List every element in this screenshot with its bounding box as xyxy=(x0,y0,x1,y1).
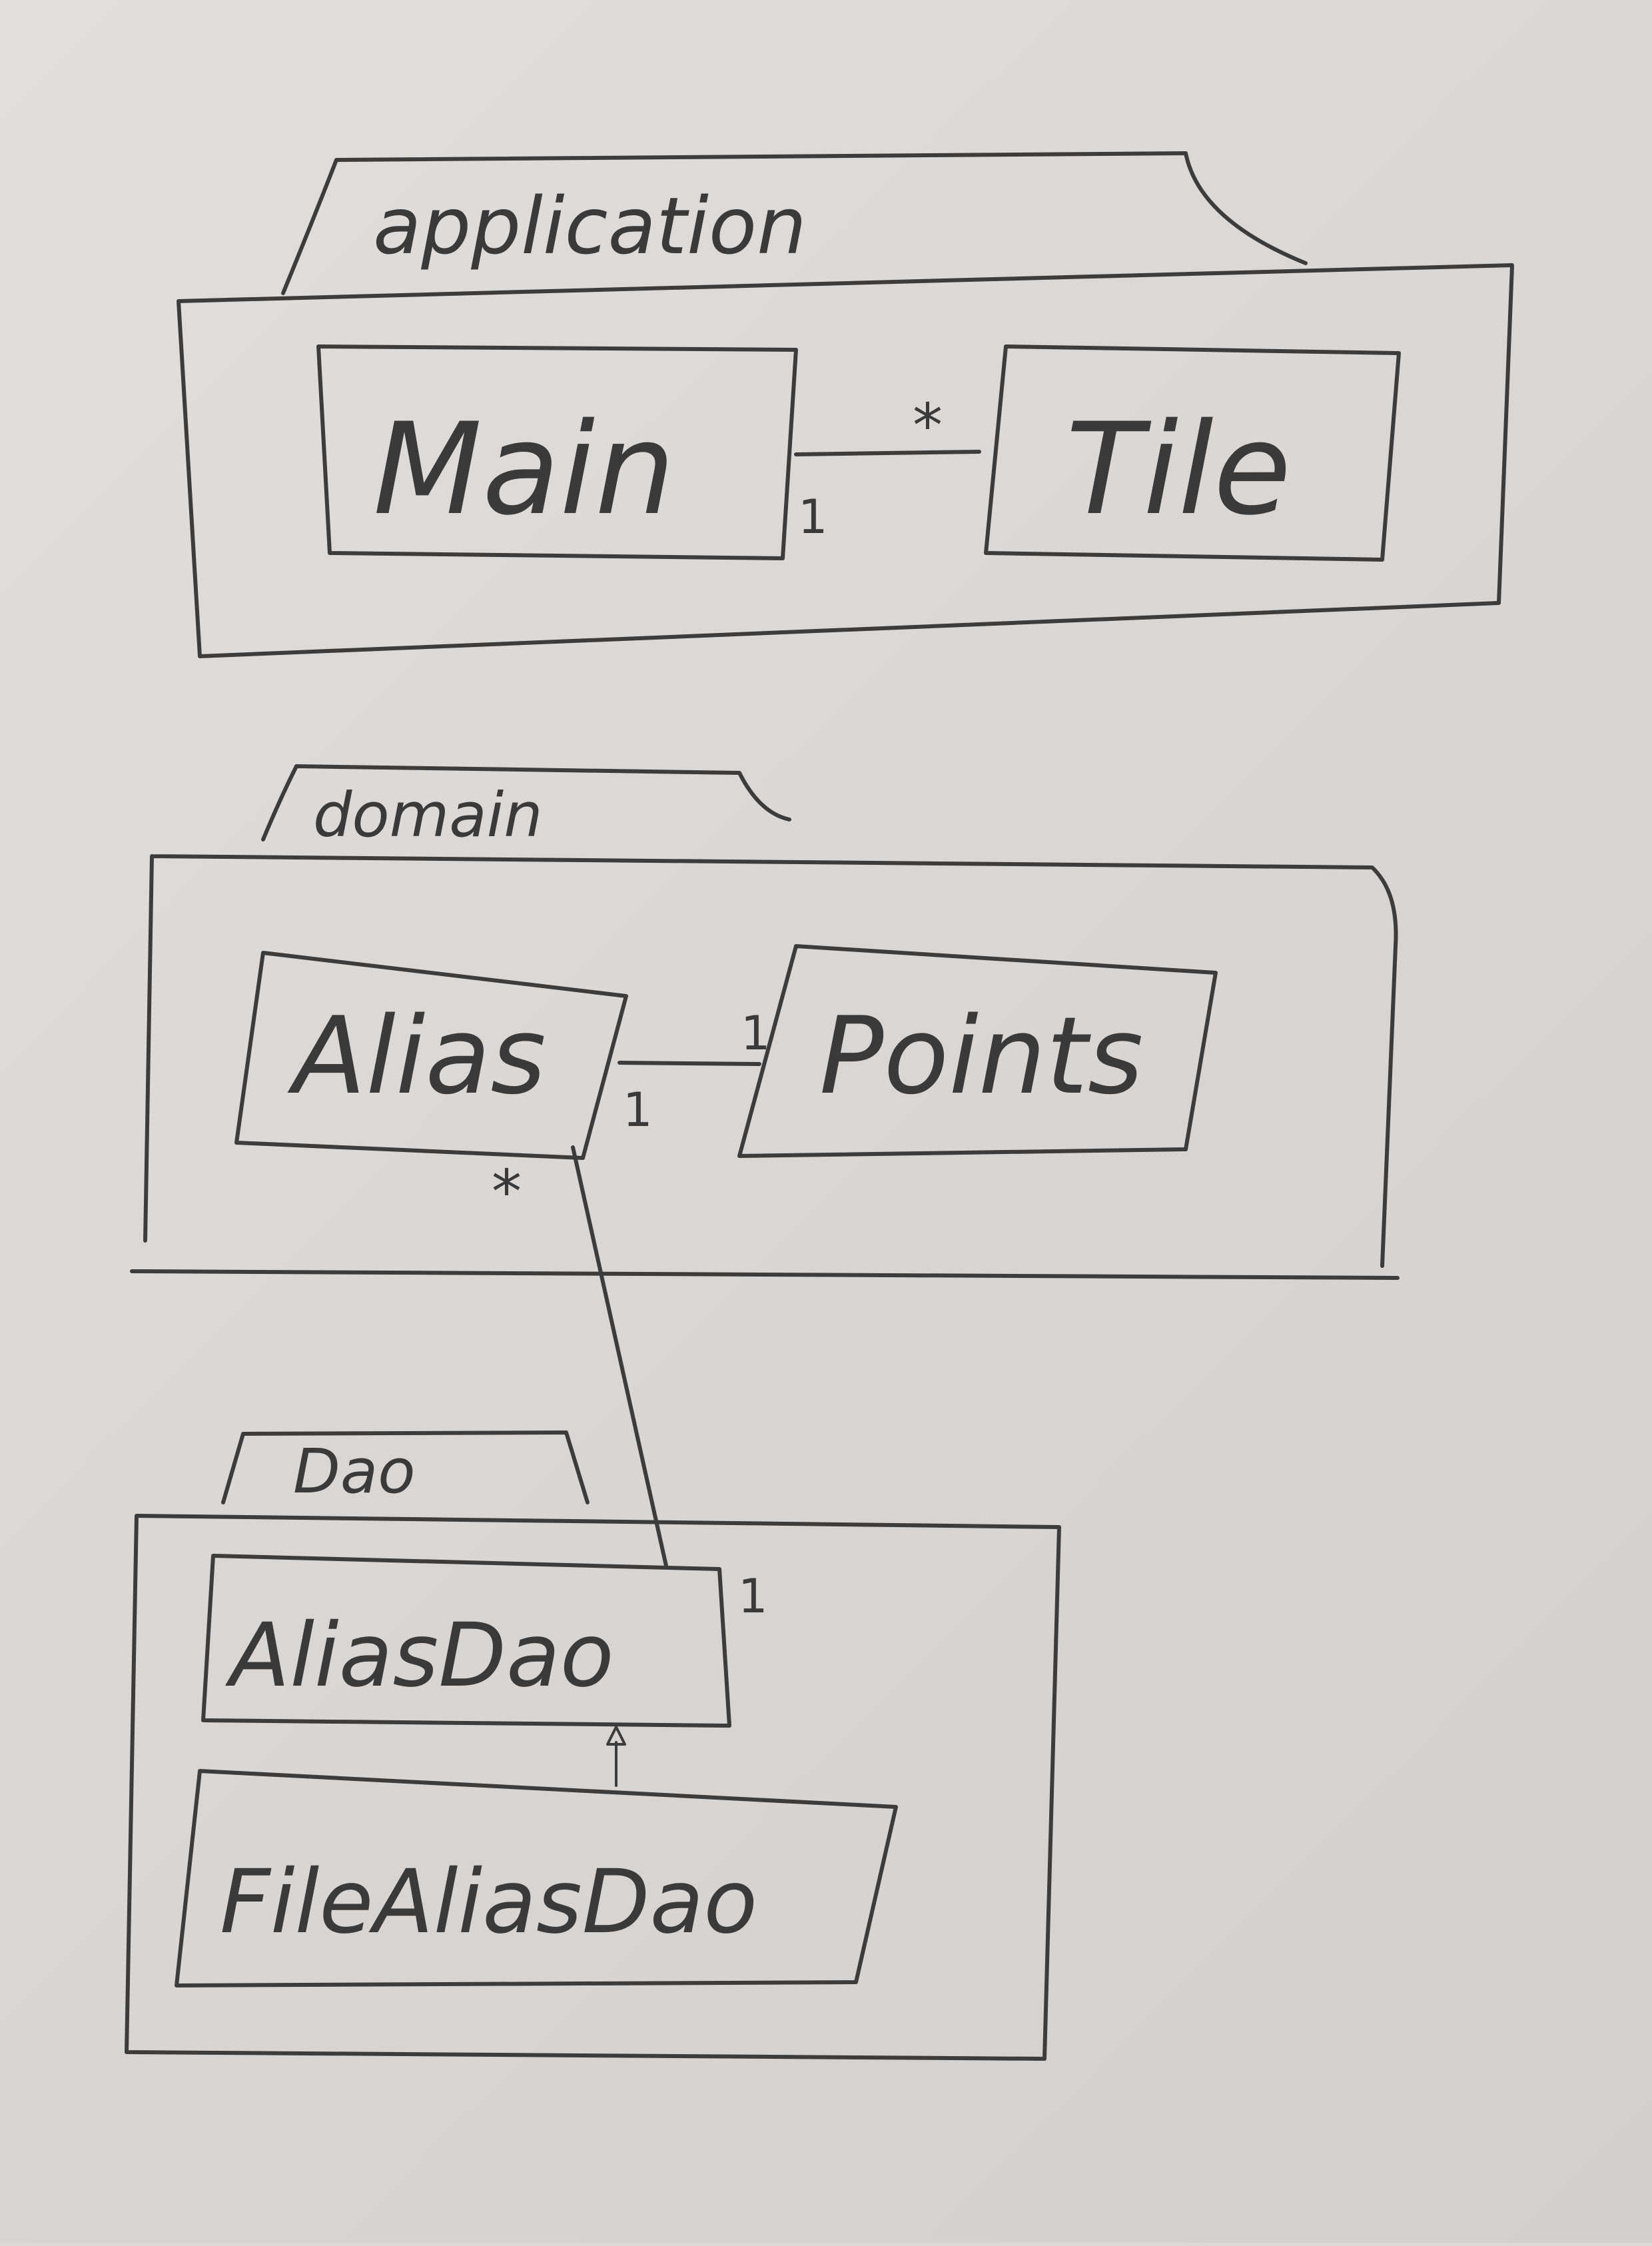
multiplicity-tile-end: * xyxy=(913,391,943,461)
generalization-arrow xyxy=(606,1726,626,1787)
class-points-label: Points xyxy=(819,993,1143,1118)
multiplicity-aliasdao-end: 1 xyxy=(738,1569,768,1624)
package-dao: Dao AliasDao FileAliasDao xyxy=(125,1430,1061,2061)
class-tile-box xyxy=(984,344,1401,562)
class-points-box xyxy=(737,944,1218,1158)
multiplicity-alias-end: 1 xyxy=(623,1083,653,1137)
class-aliasdao-box xyxy=(201,1554,731,1728)
package-domain-bottom-line xyxy=(130,1269,1400,1280)
class-alias-box xyxy=(234,951,628,1160)
association-alias-aliasdao: * 1 xyxy=(492,1145,768,1624)
package-application-tab xyxy=(281,151,1308,295)
class-aliasdao: AliasDao xyxy=(201,1554,731,1728)
package-application-label: application xyxy=(373,180,807,272)
class-main: Main xyxy=(316,344,798,560)
multiplicity-alias-star: * xyxy=(492,1157,522,1227)
class-main-label: Main xyxy=(373,396,675,543)
class-alias-label: Alias xyxy=(287,993,546,1118)
class-points: Points xyxy=(737,944,1218,1158)
class-filealiasdao: FileAliasDao xyxy=(175,1769,898,1987)
class-filealiasdao-box xyxy=(175,1769,898,1987)
multiplicity-points-end: 1 xyxy=(741,1006,771,1061)
multiplicity-main-end: 1 xyxy=(798,490,828,544)
class-tile-label: Tile xyxy=(1066,396,1292,543)
package-application: application Main Tile 1 * xyxy=(177,151,1514,658)
generalization-arrow-head xyxy=(606,1726,626,1746)
class-alias: Alias xyxy=(234,951,628,1160)
package-application-body xyxy=(177,263,1514,658)
package-domain-body xyxy=(143,854,1398,1268)
class-main-box xyxy=(316,344,798,560)
package-domain-tab xyxy=(261,764,791,842)
association-main-tile xyxy=(794,450,981,456)
association-alias-points xyxy=(618,1061,761,1066)
association-alias-aliasdao-line xyxy=(571,1145,668,1568)
package-dao-body xyxy=(125,1514,1061,2061)
class-filealiasdao-label: FileAliasDao xyxy=(220,1851,757,1954)
package-dao-label: Dao xyxy=(293,1436,416,1507)
package-domain: domain Alias Points 1 1 xyxy=(130,764,1400,1280)
package-dao-tab xyxy=(221,1430,590,1504)
package-domain-label: domain xyxy=(313,780,543,851)
class-tile: Tile xyxy=(984,344,1401,562)
class-aliasdao-label: AliasDao xyxy=(224,1604,614,1707)
